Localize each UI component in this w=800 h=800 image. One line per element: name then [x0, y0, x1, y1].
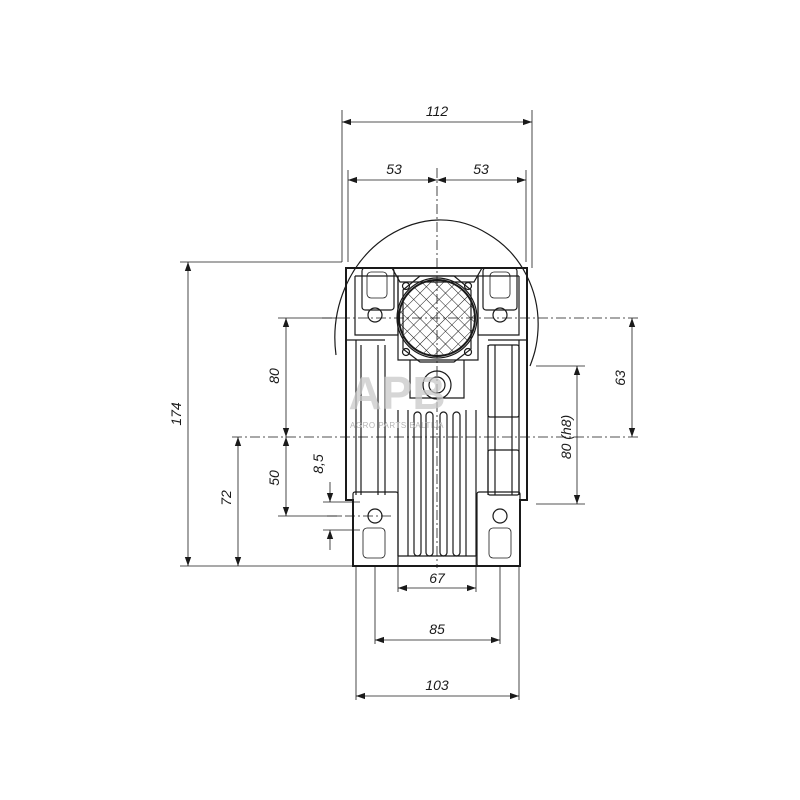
- dim-label-80-left: 80: [266, 368, 282, 384]
- dim-label-174: 174: [168, 402, 184, 426]
- dimension-lines: [184, 118, 636, 700]
- dim-label-63: 63: [612, 370, 628, 386]
- dim-label-112: 112: [426, 103, 449, 119]
- watermark-logo: APB AGRO PARTS BALTIJA: [348, 367, 445, 430]
- dim-label-72: 72: [218, 490, 234, 506]
- dimension-labels: 112 53 53 174 72 80 50 8,5 80 (h8) 63 67…: [168, 103, 628, 693]
- dim-label-8-5: 8,5: [310, 454, 326, 474]
- dim-label-53-left: 53: [386, 161, 402, 177]
- svg-text:APB: APB: [348, 367, 445, 419]
- dim-label-50: 50: [266, 470, 282, 486]
- dim-label-85: 85: [429, 621, 445, 637]
- dim-label-103: 103: [425, 677, 449, 693]
- dim-label-80-h8: 80 (h8): [558, 415, 574, 459]
- dim-label-67: 67: [429, 570, 446, 586]
- gearbox-housing: [334, 219, 539, 567]
- svg-text:AGRO PARTS BALTIJA: AGRO PARTS BALTIJA: [350, 421, 444, 430]
- dim-label-53-right: 53: [473, 161, 489, 177]
- centre-lines: [232, 168, 640, 568]
